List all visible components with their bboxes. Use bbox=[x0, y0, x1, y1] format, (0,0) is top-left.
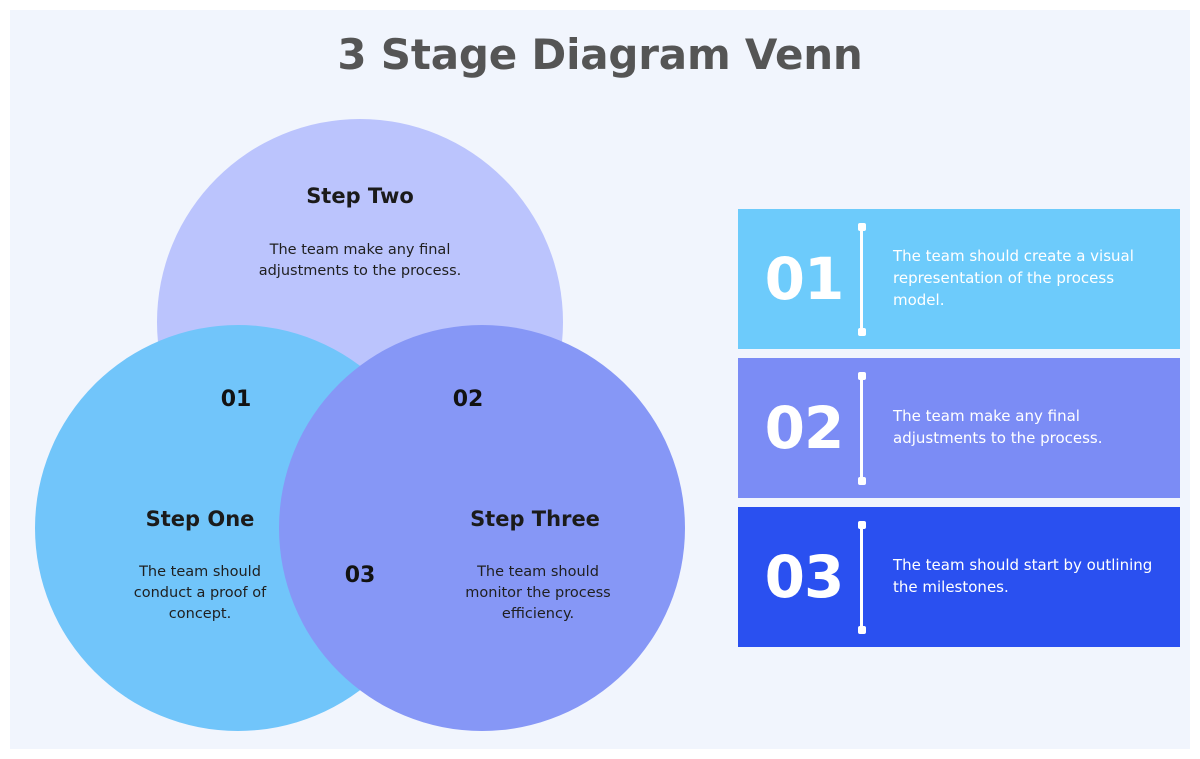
venn-title-step-one: Step One bbox=[145, 507, 255, 531]
step-card-01[interactable]: 01 The team should create a visual repre… bbox=[738, 209, 1180, 349]
step-card-02[interactable]: 02 The team make any final adjustments t… bbox=[738, 358, 1180, 498]
step-card-text-03: The team should start by outlining the m… bbox=[893, 556, 1153, 596]
card-divider-icon-01 bbox=[857, 222, 866, 336]
venn-diagram: Step Two The team make any final adjustm… bbox=[30, 100, 690, 740]
infographic-canvas: 3 Stage Diagram Venn Step Two The team m… bbox=[10, 10, 1190, 749]
venn-circles-svg bbox=[35, 119, 685, 731]
venn-desc-step-three: The team should monitor the process effi… bbox=[465, 564, 611, 623]
venn-circle-step-three[interactable] bbox=[279, 325, 685, 731]
step-card-text-02: The team make any final adjustments to t… bbox=[893, 407, 1103, 447]
venn-desc-step-two: The team make any final adjustments to t… bbox=[258, 242, 462, 280]
venn-overlap-label-03: 03 bbox=[344, 563, 376, 588]
venn-desc-step-one: The team should conduct a proof of conce… bbox=[133, 564, 267, 623]
card-divider-icon-03 bbox=[857, 520, 866, 634]
page-title: 3 Stage Diagram Venn bbox=[337, 30, 863, 79]
venn-overlap-label-01: 01 bbox=[220, 387, 252, 412]
step-card-number-03: 03 bbox=[764, 543, 845, 611]
step-card-number-01: 01 bbox=[764, 245, 845, 313]
venn-title-step-three: Step Three bbox=[470, 507, 600, 531]
venn-overlap-label-02: 02 bbox=[452, 387, 484, 412]
venn-title-step-two: Step Two bbox=[306, 184, 414, 208]
step-card-03[interactable]: 03 The team should start by outlining th… bbox=[738, 507, 1180, 647]
step-card-text-01: The team should create a visual represen… bbox=[893, 247, 1134, 309]
step-card-number-02: 02 bbox=[764, 394, 845, 462]
card-divider-icon-02 bbox=[857, 371, 866, 485]
steps-card-list: 01 The team should create a visual repre… bbox=[738, 209, 1180, 656]
